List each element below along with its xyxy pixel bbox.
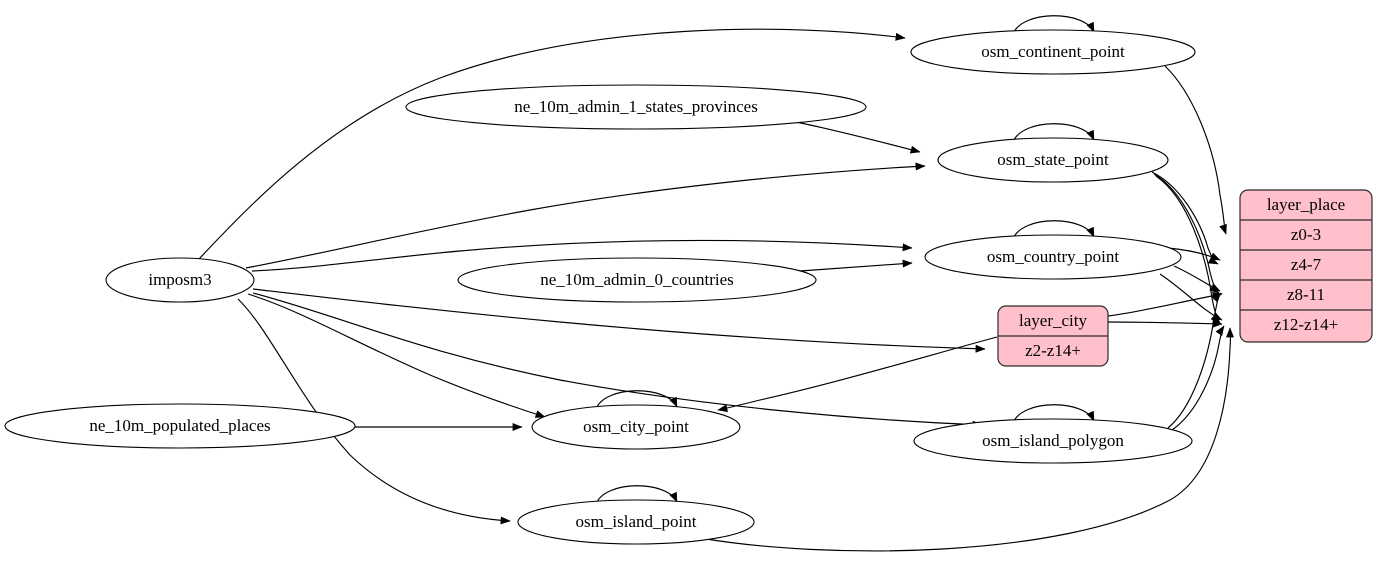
node-osm_state_point[interactable]: osm_state_point [937, 137, 1169, 183]
selfloop-osm_continent_point [1012, 15, 1095, 35]
edge-osm_country_point-to-layer_place-z8-11 [1173, 265, 1221, 292]
node-osm_country_point[interactable]: osm_country_point [924, 234, 1182, 280]
edge-osm_continent_point-to-layer_place-z0-3 [1164, 65, 1227, 235]
node-label-osm_island_polygon: osm_island_polygon [982, 431, 1124, 450]
node-label-osm_city_point: osm_city_point [583, 417, 689, 436]
node-label-osm_continent_point: osm_continent_point [981, 42, 1125, 61]
selfloop-osm_island_point [595, 485, 678, 505]
node-label-ne_populated: ne_10m_populated_places [89, 416, 270, 435]
selfloop-osm_island_polygon [1012, 404, 1095, 424]
edge-osm_island_polygon-to-layer_place-z8-11 [1167, 292, 1222, 429]
node-ne_10m_admin_1_states_provinces[interactable]: ne_10m_admin_1_states_provinces [405, 84, 867, 130]
record-row-layer_place-z4-7[interactable]: z4-7 [1291, 255, 1322, 274]
edge-ne_states-to-osm_state_point [795, 121, 921, 154]
edge-osm_country_point-to-layer_place-z4-7 [1167, 247, 1221, 261]
record-row-layer_place-z8-11[interactable]: z8-11 [1287, 285, 1325, 304]
node-label-osm_state_point: osm_state_point [997, 150, 1109, 169]
record-layer_place[interactable]: layer_place z0-3 z4-7 z8-11 z12-z14+ [1239, 189, 1373, 343]
edge-osm_state_point-to-layer_place-z4-7 [1151, 171, 1219, 265]
edge-imposm3-to-osm_state_point [245, 162, 926, 269]
record-layer_city[interactable]: layer_city z2-z14+ [997, 305, 1109, 367]
record-row-layer_place-z0-3[interactable]: z0-3 [1291, 225, 1321, 244]
edge-imposm3-to-osm_island_polygon [252, 292, 983, 429]
selfloop-osm_state_point [1012, 123, 1095, 143]
node-label-osm_country_point: osm_country_point [987, 247, 1119, 266]
selfloop-osm_city_point [595, 390, 678, 410]
edge-layer_city-to-layer_place-z8-11 [1107, 291, 1223, 317]
edge-layer_city-to-layer_place-z12-z14 [1107, 319, 1223, 328]
node-label-imposm3: imposm3 [148, 270, 211, 289]
node-imposm3[interactable]: imposm3 [105, 257, 255, 303]
edge-osm_state_point-to-layer_place-z8-11 [1153, 173, 1220, 294]
record-row-layer_city-z2-z14[interactable]: z2-z14+ [1025, 341, 1081, 360]
edge-osm_island_polygon-to-layer_place-z12-z14 [1171, 325, 1225, 431]
edge-layer [198, 15, 1235, 552]
edge-imposm3-to-osm_continent_point [198, 28, 906, 260]
node-label-ne_countries: ne_10m_admin_0_countries [540, 270, 734, 289]
record-title-layer_place: layer_place [1267, 195, 1345, 214]
record-row-layer_place-z12-z14[interactable]: z12-z14+ [1274, 315, 1338, 334]
selfloop-osm_country_point [1012, 220, 1095, 240]
edge-imposm3-to-osm_city_point [247, 293, 546, 418]
node-label-osm_island_point: osm_island_point [576, 512, 697, 531]
edge-ne_countries-to-osm_country_point [799, 259, 913, 272]
edge-osm_country_point-to-layer_place-z12-z14 [1159, 273, 1223, 321]
node-ne_10m_populated_places[interactable]: ne_10m_populated_places [4, 403, 356, 449]
node-ne_10m_admin_0_countries[interactable]: ne_10m_admin_0_countries [457, 257, 817, 303]
node-label-ne_states: ne_10m_admin_1_states_provinces [514, 97, 758, 116]
edge-osm_island_point-to-layer_place-z12-z14 [699, 327, 1235, 552]
node-osm_city_point[interactable]: osm_city_point [531, 404, 741, 450]
node-osm_island_polygon[interactable]: osm_island_polygon [913, 418, 1193, 464]
node-layer: imposm3 ne_10m_admin_1_states_provinces … [4, 29, 1373, 545]
node-osm_island_point[interactable]: osm_island_point [517, 499, 755, 545]
record-title-layer_city: layer_city [1019, 311, 1087, 330]
edge-imposm3-to-osm_island_point [237, 298, 511, 525]
node-osm_continent_point[interactable]: osm_continent_point [910, 29, 1196, 75]
edge-imposm3-to-osm_country_point [251, 239, 913, 272]
edge-imposm3-to-layer_city [252, 288, 986, 353]
edge-layer_city-to-osm_city_point [717, 336, 998, 413]
